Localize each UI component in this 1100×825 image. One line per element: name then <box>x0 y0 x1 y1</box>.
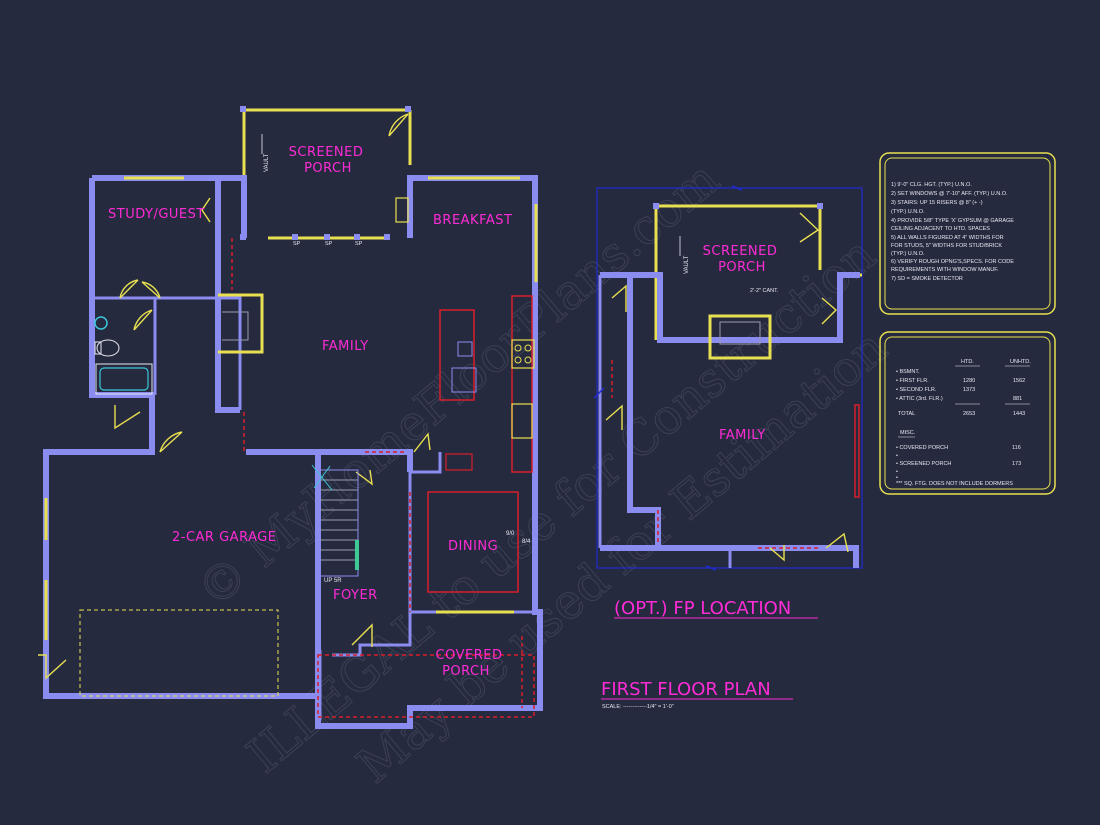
sp-label-2: SP <box>325 241 333 247</box>
optional-fireplace-plan: SCREENED PORCH FAMILY VAULT 2'-2" CANT. <box>593 185 863 571</box>
opt-room-label-screened-porch-2: PORCH <box>718 260 766 275</box>
area-row-label: • BSMNT. <box>896 369 920 375</box>
sp-label-3: SP <box>355 241 363 247</box>
note-8: FOR STUDS, 5" WIDTHS FOR STUD/BRICK <box>891 243 1002 249</box>
area-misc-title: MISC. <box>900 430 916 436</box>
vault-label: VAULT <box>264 153 270 172</box>
misc-row-label: • <box>896 469 898 475</box>
note-10: 6) VERIFY ROUGH OPNG'S,SPECS. FOR CODE <box>891 259 1014 265</box>
opt-room-label-screened-porch-1: SCREENED <box>703 244 778 259</box>
note-6: CEILING ADJACENT TO HTD. SPACES <box>891 226 990 232</box>
room-label-foyer: FOYER <box>333 588 378 603</box>
room-label-family: FAMILY <box>322 339 369 354</box>
plan-title: FIRST FLOOR PLAN <box>601 679 771 700</box>
room-label-dining: DINING <box>448 539 498 554</box>
area-row-label: • SECOND FLR. <box>896 387 937 393</box>
area-table: HTD. UNHTD. • BSMNT. • FIRST FLR. 1280 1… <box>879 331 1056 495</box>
area-row-htd: 1280 <box>963 378 975 384</box>
misc-row-label: • SCREENED PORCH <box>896 461 951 467</box>
note-1: 1) 9'-0" CLG. HGT. (TYP.) U.N.O. <box>891 182 972 188</box>
area-row-unhtd: 881 <box>1013 396 1022 402</box>
note-7: 5) ALL WALLS FIGURED AT 4" WIDTHS FOR <box>891 235 1004 241</box>
opt-fp-caption: (OPT.) FP LOCATION <box>614 598 791 619</box>
note-2: 2) SET WINDOWS @ 7'-10" AFF. (TYP.) U.N.… <box>891 191 1008 197</box>
area-row-label: TOTAL <box>898 411 915 417</box>
main-floor-plan: SCREENED PORCH STUDY/GUEST BREAKFAST FAM… <box>38 106 543 729</box>
area-row-htd: 2653 <box>963 411 975 417</box>
area-row-label: • FIRST FLR. <box>896 378 929 384</box>
area-row-unhtd: 1562 <box>1013 378 1025 384</box>
misc-row-value: 173 <box>1012 461 1021 467</box>
area-row-htd: 1373 <box>963 387 975 393</box>
room-label-screened-porch-1: SCREENED <box>289 145 364 160</box>
scale-label: SCALE: -------------1/4" = 1'-0" <box>602 704 674 710</box>
area-footnote: *** SQ. FTG. DOES NOT INCLUDE DORMERS <box>896 481 1013 487</box>
room-label-study: STUDY/GUEST <box>108 207 205 222</box>
stairs <box>311 464 359 577</box>
dining-height-2: 8/4 <box>522 539 531 545</box>
stair-label: UP 5R <box>324 578 342 584</box>
dining-height-1: 9/0 <box>506 531 515 537</box>
misc-row-label: • <box>896 475 898 481</box>
room-label-breakfast: BREAKFAST <box>433 213 512 228</box>
opt-room-label-family: FAMILY <box>719 428 766 443</box>
general-notes-box: 1) 9'-0" CLG. HGT. (TYP.) U.N.O. 2) SET … <box>879 152 1056 315</box>
area-row-unhtd: 1443 <box>1013 411 1025 417</box>
area-row-label: • ATTIC (3rd. FLR.) <box>896 396 943 402</box>
room-label-screened-porch-2: PORCH <box>304 161 352 176</box>
misc-row-label: • COVERED PORCH <box>896 445 948 451</box>
opt-vault-label: VAULT <box>684 255 690 274</box>
sp-label-1: SP <box>293 241 301 247</box>
note-4: (TYP.) U.N.O. <box>891 209 925 215</box>
note-3: 3) STAIRS: UP 15 RISERS @ 8" (+ -) <box>891 200 983 206</box>
room-label-covered-porch-1: COVERED <box>436 648 503 663</box>
note-9: (TYP.) U.N.O. <box>891 251 925 257</box>
cant-label: 2'-2" CANT. <box>750 288 779 294</box>
room-label-covered-porch-2: PORCH <box>442 664 490 679</box>
misc-row-value: 116 <box>1012 445 1021 451</box>
note-12: 7) SD = SMOKE DETECTOR <box>891 276 963 282</box>
note-11: REQUIREMENTS WITH WINDOW MANUF. <box>891 267 999 273</box>
area-header-htd: HTD. <box>961 359 974 365</box>
area-header-unhtd: UNHTD. <box>1010 359 1031 365</box>
room-label-garage: 2-CAR GARAGE <box>172 530 277 545</box>
note-5: 4) PROVIDE 5/8" TYPE 'X' GYPSUM @ GARAGE <box>891 218 1014 224</box>
misc-row-label: • <box>896 453 898 459</box>
